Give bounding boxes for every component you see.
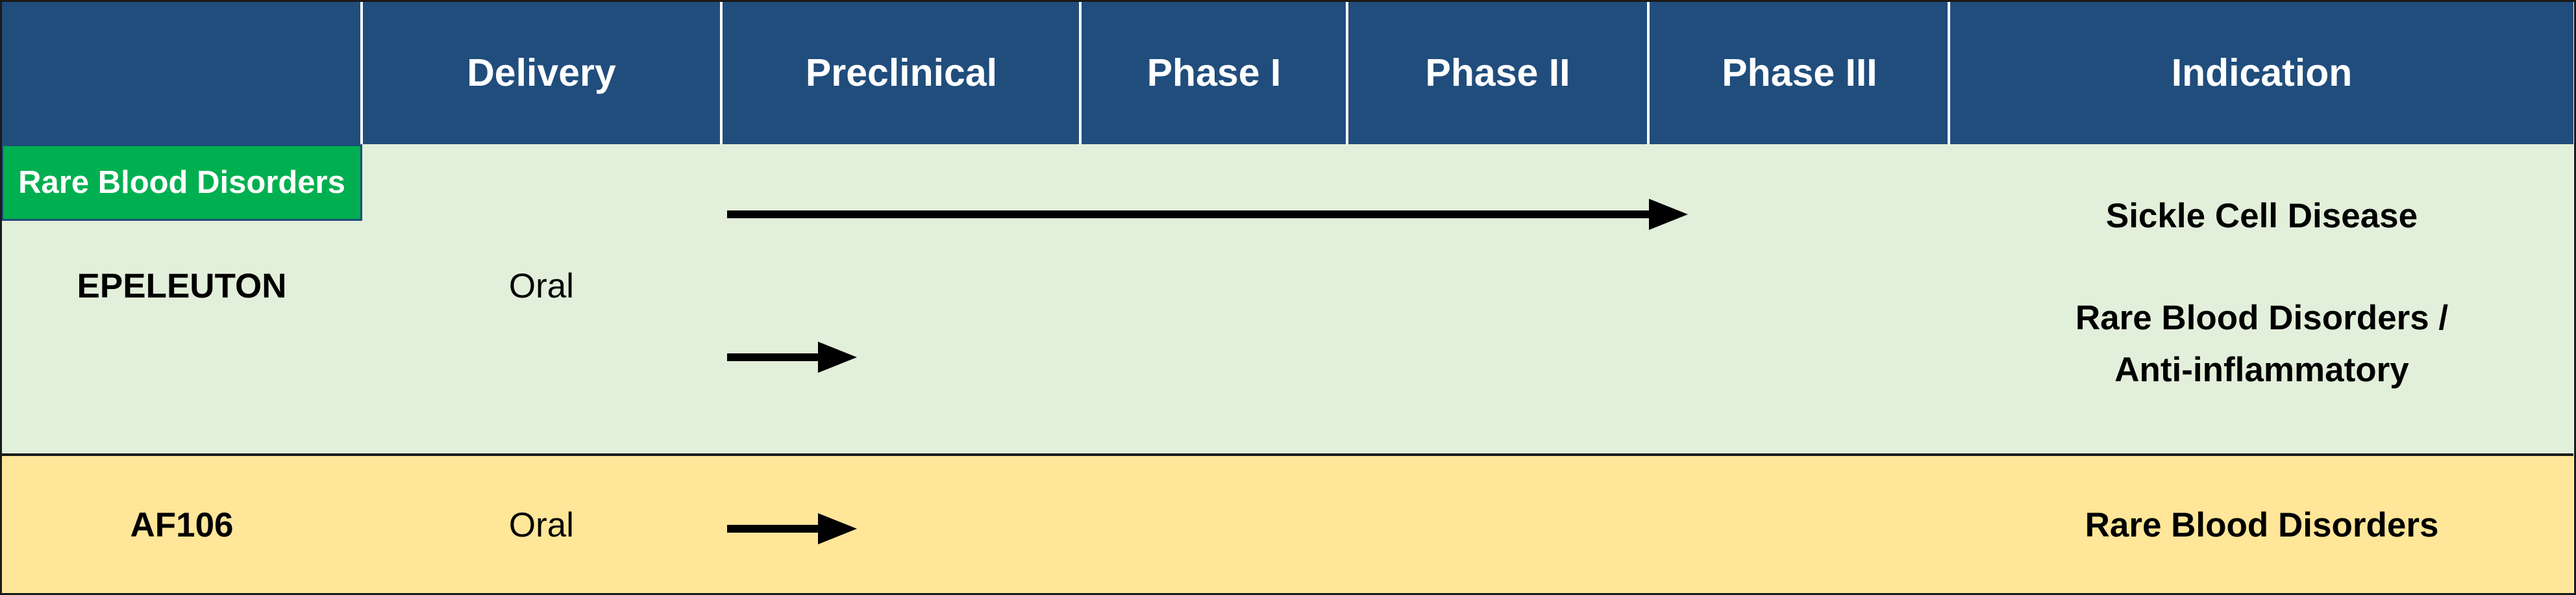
right-arrow-icon [727, 342, 857, 373]
header-phase-i: Phase I [1146, 51, 1282, 94]
indication-line: Anti-inflammatory [2114, 351, 2409, 389]
delivery-route: Oral [508, 505, 575, 544]
drug-name: EPELEUTON [77, 266, 287, 305]
table-header: Delivery Preclinical Phase I Phase II Ph… [1, 1, 2573, 144]
indication-label: Rare Blood Disorders / Anti-inflammatory [1950, 292, 2573, 396]
header-phase-iii: Phase III [1722, 51, 1877, 94]
header-phase-ii: Phase II [1425, 51, 1570, 94]
right-arrow-icon [727, 513, 857, 544]
column-divider [720, 1, 723, 144]
delivery-route: Oral [508, 266, 575, 305]
column-divider [1346, 1, 1348, 144]
column-divider [360, 1, 363, 144]
column-divider [1079, 1, 1082, 144]
indication-label: Rare Blood Disorders [2085, 505, 2439, 544]
header-delivery: Delivery [467, 51, 616, 94]
indication-line: Rare Blood Disorders / [2075, 299, 2449, 337]
column-divider [1948, 1, 1950, 144]
category-badge: Rare Blood Disorders [1, 144, 362, 221]
indication-label: Sickle Cell Disease [2105, 196, 2418, 235]
header-blank [1, 1, 361, 144]
table-row-af106: AF106 Oral Rare Blood Disorders [1, 453, 2573, 594]
right-arrow-icon [727, 199, 1688, 230]
header-indication: Indication [2171, 51, 2353, 94]
header-preclinical: Preclinical [805, 51, 998, 94]
drug-name: AF106 [130, 505, 234, 544]
table-row-epeleuton: Rare Blood Disorders EPELEUTON Oral Sick… [1, 144, 2573, 453]
column-divider [1647, 1, 1650, 144]
